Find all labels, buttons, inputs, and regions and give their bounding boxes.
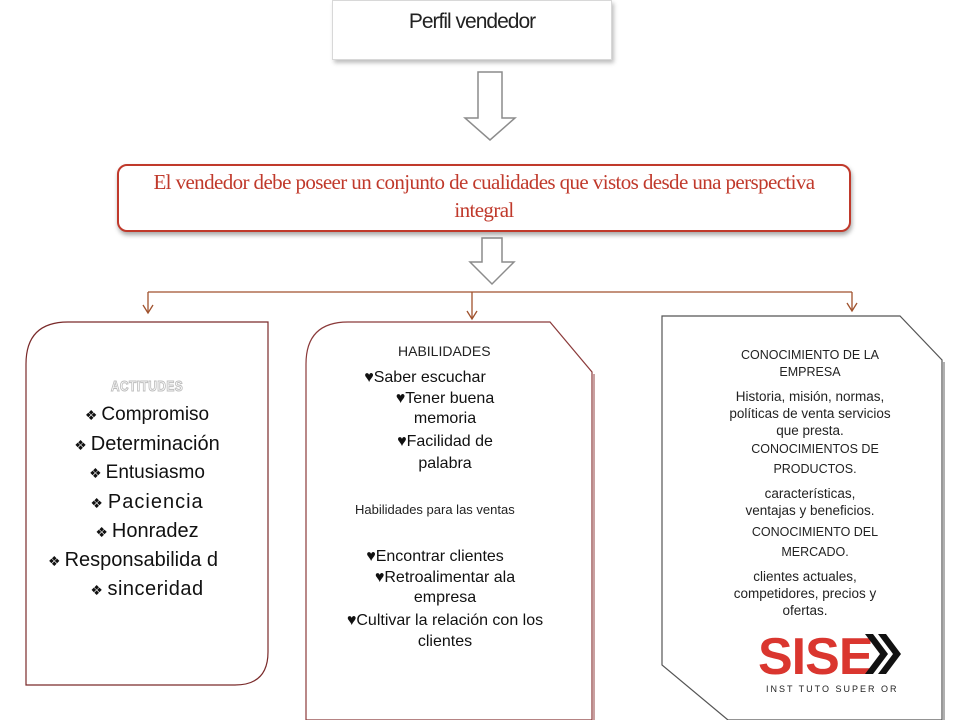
intro-text: El vendedor debe poseer un conjunto de c… <box>153 170 815 222</box>
habilidad-item: ♥Retroalimentar ala empresa <box>374 569 516 606</box>
actitudes-list: ❖Compromiso ❖Determinación ❖Entusiasmo ❖… <box>26 401 268 604</box>
intro-box <box>117 164 851 232</box>
actitud-item: ❖Responsabilida d <box>48 548 218 571</box>
habilidad-item: ♥Saber escuchar <box>364 369 486 386</box>
sise-logo-graphic: SISE <box>758 628 901 686</box>
actitud-item: ❖Compromiso <box>84 404 210 425</box>
heart-bullet-icon: ♥ <box>397 433 407 450</box>
svg-text:SISE: SISE <box>758 628 873 686</box>
diamond-bullet-icon: ❖ <box>90 581 104 598</box>
conocimiento-panel: CONOCIMIENTO DE LA EMPRESA Historia, mis… <box>720 347 900 619</box>
mercado-text: clientes actuales, competidores, precios… <box>733 569 877 618</box>
habilidades-group1: ♥Saber escuchar ♥Tener buena memoria ♥Fa… <box>330 369 560 475</box>
diamond-bullet-icon: ❖ <box>84 407 98 423</box>
actitud-item: ❖Entusiasmo <box>89 462 205 483</box>
habilidades-group2: ♥Encontrar clientes ♥Retroalimentar ala … <box>330 548 560 652</box>
diamond-bullet-icon: ❖ <box>89 465 102 481</box>
habilidad-item: ♥Tener buena memoria <box>395 390 495 427</box>
empresa-title: CONOCIMIENTO DE LA EMPRESA <box>741 348 879 379</box>
panel-conocimiento-shape <box>661 315 943 720</box>
heart-bullet-icon: ♥ <box>366 548 376 565</box>
mercado-title: CONOCIMIENTO DEL MERCADO. <box>751 525 879 559</box>
diamond-bullet-icon: ❖ <box>90 494 104 511</box>
diamond-bullet-icon: ❖ <box>48 552 61 569</box>
page-title: Perfil vendedor <box>408 10 536 33</box>
title-box <box>332 0 612 60</box>
habilidad-item: ♥Facilidad de palabra <box>397 433 493 472</box>
actitud-item: ❖Determinación <box>74 432 220 455</box>
panel-habilidades-shape <box>305 321 593 720</box>
actitud-item: ❖Paciencia <box>90 490 204 513</box>
arrowhead-left <box>142 304 154 315</box>
habilidad-item: ♥Encontrar clientes <box>366 548 504 565</box>
heart-bullet-icon: ♥ <box>346 612 357 629</box>
actitudes-panel: ACTITUDES ❖Compromiso ❖Determinación ❖En… <box>26 378 268 604</box>
heart-bullet-icon: ♥ <box>374 569 385 586</box>
productos-text: características, ventajas y beneficios. <box>745 486 875 518</box>
actitud-item: ❖Honradez <box>95 520 199 542</box>
actitudes-heading: ACTITUDES <box>110 378 184 396</box>
productos-title: CONOCIMIENTOS DE PRODUCTOS. <box>751 442 879 476</box>
sise-tagline: INST TUTO SUPER OR <box>766 684 899 694</box>
down-arrow-1 <box>463 71 517 141</box>
habilidades-heading: HABILIDADES <box>398 343 491 359</box>
arrowhead-center <box>466 310 478 321</box>
panel-actitudes-shape <box>25 321 269 686</box>
diamond-bullet-icon: ❖ <box>74 436 87 453</box>
heart-bullet-icon: ♥ <box>364 369 374 386</box>
habilidades-subheading: Habilidades para las ventas <box>355 502 515 517</box>
down-arrow-2 <box>468 237 516 286</box>
heart-bullet-icon: ♥ <box>395 390 406 407</box>
arrowhead-right <box>846 302 858 313</box>
sise-logo: SISE <box>718 620 908 700</box>
habilidad-item: ♥Cultivar la relación con los clientes <box>346 612 544 650</box>
empresa-text: Historia, misión, normas, políticas de v… <box>729 389 891 438</box>
diamond-bullet-icon: ❖ <box>95 524 108 540</box>
actitud-item: ❖sinceridad <box>90 577 204 600</box>
